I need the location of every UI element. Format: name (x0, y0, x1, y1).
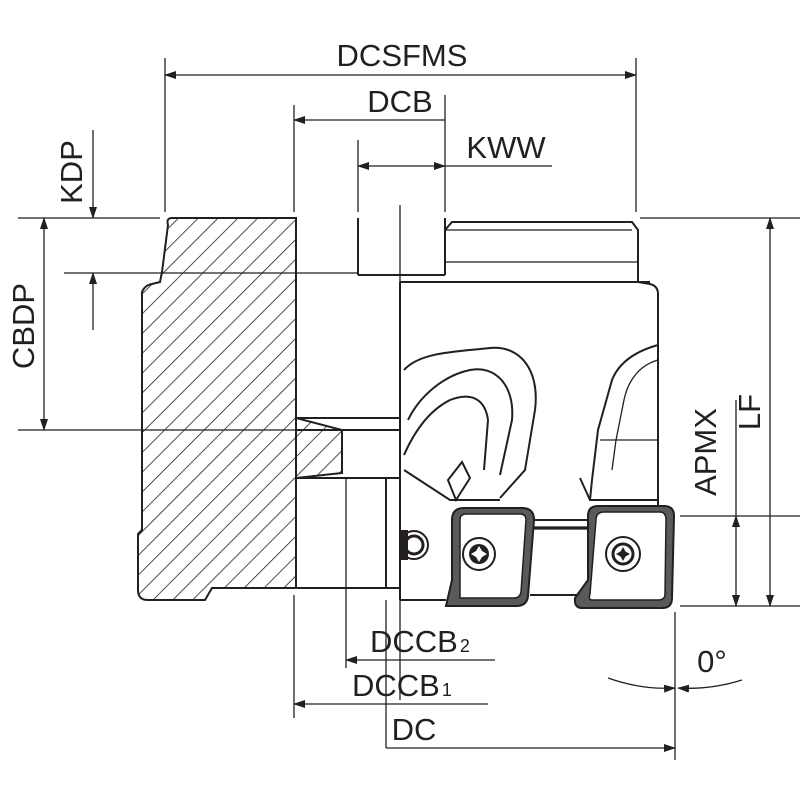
cutter-outline (295, 218, 659, 601)
right-pocket-curve-2 (611, 359, 659, 471)
right-pocket-curve (589, 344, 659, 501)
torx-star (471, 546, 487, 562)
label-kdp: KDP (54, 140, 89, 204)
angle-arc-left (607, 677, 676, 693)
label-dcsfms: DCSFMS (337, 38, 468, 73)
insert-left (444, 507, 536, 607)
chip-pocket-face (403, 395, 490, 471)
chip-pocket-base (403, 469, 500, 501)
label-dc: DC (392, 712, 437, 747)
angle-arc-right (677, 679, 743, 693)
label-apmx: APMX (688, 408, 723, 496)
label-dccb1-sub: 1 (442, 680, 452, 700)
chip-pocket-inner (407, 368, 514, 476)
label-dccb2-main: DCCB (370, 624, 458, 659)
dimension-lines (40, 71, 774, 752)
screw-shadow (400, 530, 408, 560)
right-pocket-base (579, 477, 658, 501)
section-hatch (137, 217, 343, 601)
label-kww: KWW (466, 130, 546, 165)
label-angle: 0° (697, 644, 727, 679)
label-lf: LF (732, 394, 767, 430)
torx-star (616, 547, 630, 561)
hatched-body-section (137, 217, 343, 601)
label-dccb1-main: DCCB (352, 668, 440, 703)
label-dcb: DCB (367, 84, 432, 119)
right-outer-contour (444, 221, 659, 510)
extension-lines (18, 58, 800, 760)
wedge-clamp (446, 460, 472, 503)
chip-pocket-outer (403, 346, 537, 499)
clamp-screw-left (399, 530, 429, 560)
insert-right (573, 505, 676, 609)
label-cbdp: CBDP (6, 283, 41, 369)
label-dccb2-sub: 2 (460, 636, 470, 656)
